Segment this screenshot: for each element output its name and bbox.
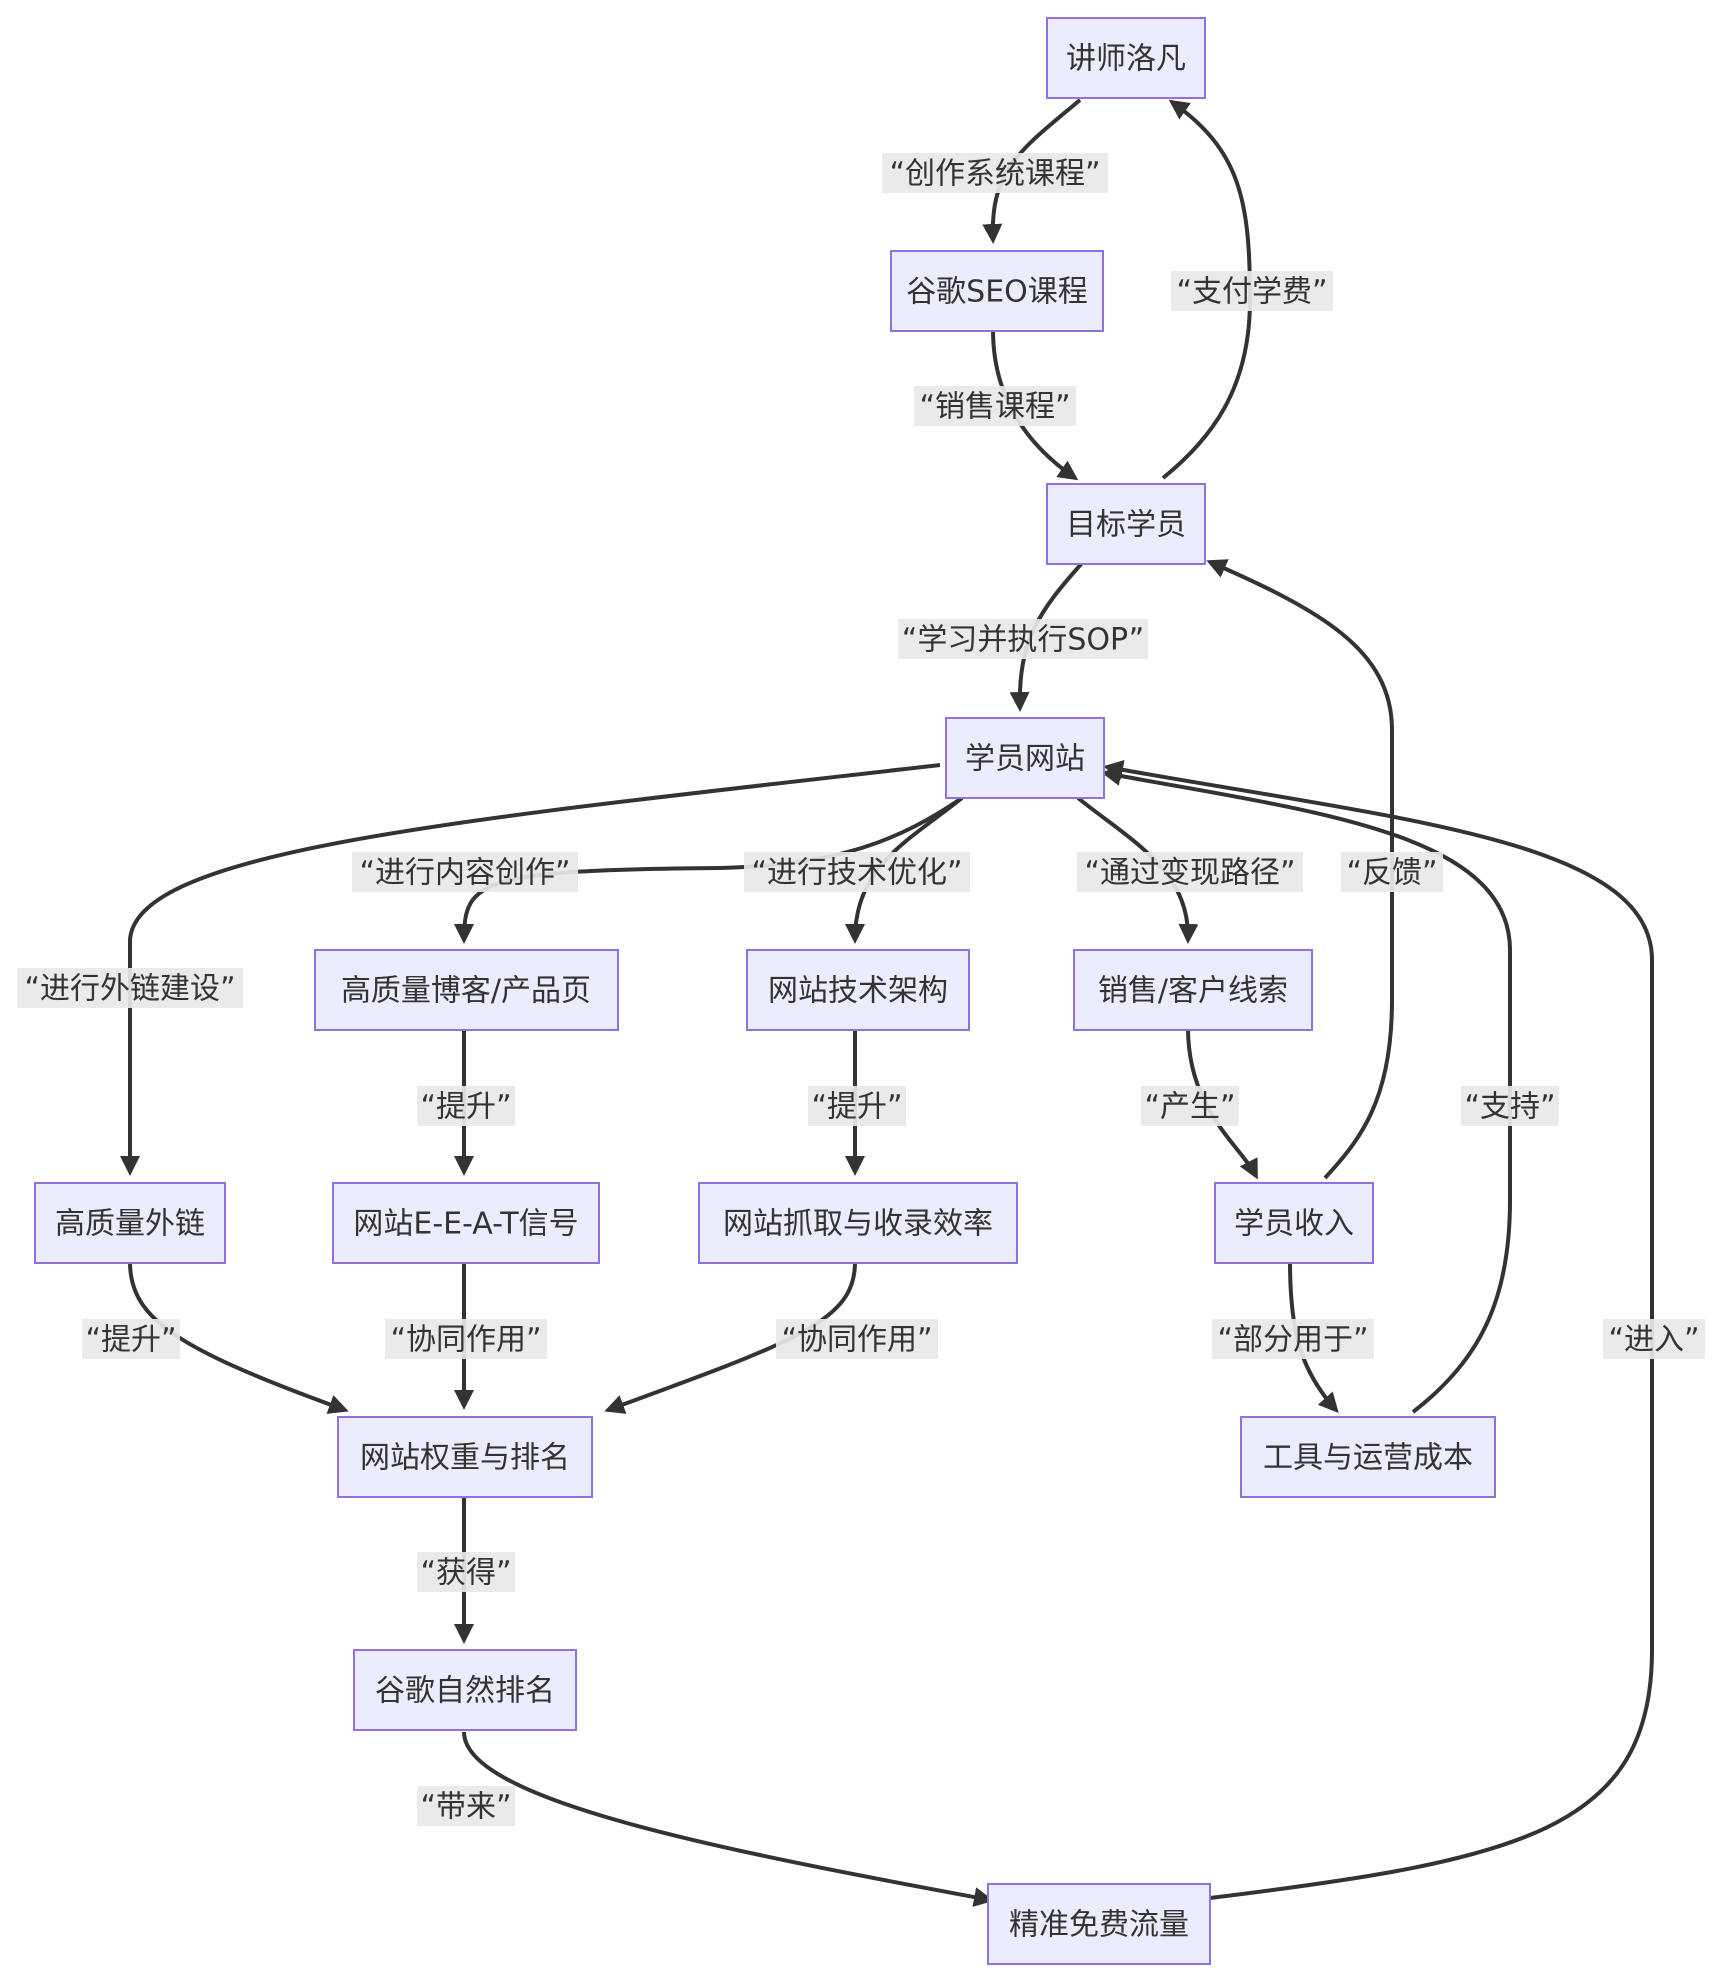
svg-text:高质量博客/产品页: 高质量博客/产品页 (341, 974, 591, 1009)
node-lecturer: 讲师洛凡 (1046, 17, 1206, 99)
node-student-site: 学员网站 (945, 717, 1105, 799)
edge-traffic-to-site (1103, 760, 1654, 1900)
node-targeted-traffic: 精准免费流量 (987, 1883, 1211, 1965)
svg-text:网站技术架构: 网站技术架构 (768, 974, 948, 1009)
edge-costs-to-site (1101, 766, 1512, 1414)
edge-label-synergy-2: “协同作用” (776, 1319, 938, 1359)
node-sales-leads: 销售/客户线索 (1073, 949, 1313, 1031)
edge-label-pay-tuition: “支付学费” (1171, 271, 1333, 311)
svg-text:“通过变现路径”: “通过变现路径” (1084, 856, 1295, 891)
node-quality-content: 高质量博客/产品页 (314, 949, 619, 1031)
svg-text:讲师洛凡: 讲师洛凡 (1066, 42, 1186, 77)
node-target-student: 目标学员 (1046, 483, 1206, 565)
svg-text:谷歌SEO课程: 谷歌SEO课程 (906, 275, 1088, 310)
node-tech-architecture: 网站技术架构 (746, 949, 970, 1031)
svg-text:“进行内容创作”: “进行内容创作” (359, 856, 570, 891)
svg-text:“产生”: “产生” (1144, 1090, 1235, 1125)
edge-label-create-course: “创作系统课程” (882, 153, 1108, 193)
edge-label-gain: “获得” (417, 1552, 515, 1592)
edge-label-bring: “带来” (417, 1786, 515, 1826)
svg-text:精准免费流量: 精准免费流量 (1009, 1908, 1189, 1943)
svg-text:“协同作用”: “协同作用” (390, 1323, 541, 1358)
svg-text:学员收入: 学员收入 (1234, 1207, 1354, 1242)
svg-text:工具与运营成本: 工具与运营成本 (1263, 1441, 1473, 1476)
edge-label-generate: “产生” (1141, 1086, 1239, 1126)
node-crawl-efficiency: 网站抓取与收录效率 (698, 1182, 1018, 1264)
svg-text:目标学员: 目标学员 (1066, 508, 1186, 543)
svg-text:网站E-E-A-T信号: 网站E-E-A-T信号 (353, 1207, 578, 1242)
svg-text:“进入”: “进入” (1608, 1323, 1699, 1358)
edge-label-support: “支持” (1461, 1086, 1559, 1126)
svg-text:“获得”: “获得” (420, 1556, 511, 1591)
edge-label-improve-2: “提升” (808, 1086, 906, 1126)
svg-text:“提升”: “提升” (420, 1090, 511, 1125)
edge-label-sell-course: “销售课程” (914, 386, 1076, 426)
edge-label-improve-1: “提升” (417, 1086, 515, 1126)
edge-site-to-backlinks (120, 763, 941, 1176)
node-organic-ranking: 谷歌自然排名 (353, 1649, 577, 1731)
svg-text:销售/客户线索: 销售/客户线索 (1098, 974, 1288, 1009)
svg-text:“部分用于”: “部分用于” (1217, 1323, 1368, 1358)
svg-text:“提升”: “提升” (811, 1090, 902, 1125)
edge-label-enter: “进入” (1603, 1319, 1705, 1359)
edge-label-link-building: “进行外链建设” (17, 968, 243, 1008)
node-eeat-signals: 网站E-E-A-T信号 (332, 1182, 600, 1264)
svg-text:“进行技术优化”: “进行技术优化” (751, 856, 962, 891)
edge-site-to-content (454, 796, 964, 944)
edge-label-partly-used: “部分用于” (1212, 1319, 1374, 1359)
svg-text:“销售课程”: “销售课程” (919, 390, 1070, 425)
svg-text:网站权重与排名: 网站权重与排名 (360, 1441, 570, 1476)
edge-label-synergy-1: “协同作用” (385, 1319, 547, 1359)
node-authority-ranking: 网站权重与排名 (337, 1416, 593, 1498)
edge-label-learn-sop: “学习并执行SOP” (898, 619, 1148, 659)
node-tool-costs: 工具与运营成本 (1240, 1416, 1496, 1498)
svg-text:网站抓取与收录效率: 网站抓取与收录效率 (723, 1207, 993, 1242)
svg-text:高质量外链: 高质量外链 (55, 1207, 205, 1242)
svg-text:谷歌自然排名: 谷歌自然排名 (375, 1674, 555, 1709)
edge-label-content-creation: “进行内容创作” (352, 852, 578, 892)
svg-text:“协同作用”: “协同作用” (781, 1323, 932, 1358)
edge-organic-to-traffic (462, 1731, 994, 1907)
svg-text:“创作系统课程”: “创作系统课程” (889, 157, 1100, 192)
svg-text:“反馈”: “反馈” (1346, 856, 1437, 891)
edge-income-to-student (1206, 559, 1394, 1180)
svg-text:“支付学费”: “支付学费” (1176, 275, 1327, 310)
svg-text:“进行外链建设”: “进行外链建设” (24, 972, 235, 1007)
edge-label-monetization: “通过变现路径” (1077, 852, 1303, 892)
svg-text:学员网站: 学员网站 (965, 742, 1085, 777)
edge-label-improve-3: “提升” (82, 1319, 180, 1359)
edge-label-feedback: “反馈” (1341, 852, 1443, 892)
edge-label-tech-optimization: “进行技术优化” (744, 852, 970, 892)
svg-text:“学习并执行SOP”: “学习并执行SOP” (902, 623, 1144, 658)
svg-text:“带来”: “带来” (420, 1790, 511, 1825)
node-quality-backlinks: 高质量外链 (34, 1182, 226, 1264)
node-student-income: 学员收入 (1214, 1182, 1374, 1264)
svg-text:“提升”: “提升” (85, 1323, 176, 1358)
node-seo-course: 谷歌SEO课程 (890, 250, 1104, 332)
svg-text:“支持”: “支持” (1464, 1090, 1555, 1125)
